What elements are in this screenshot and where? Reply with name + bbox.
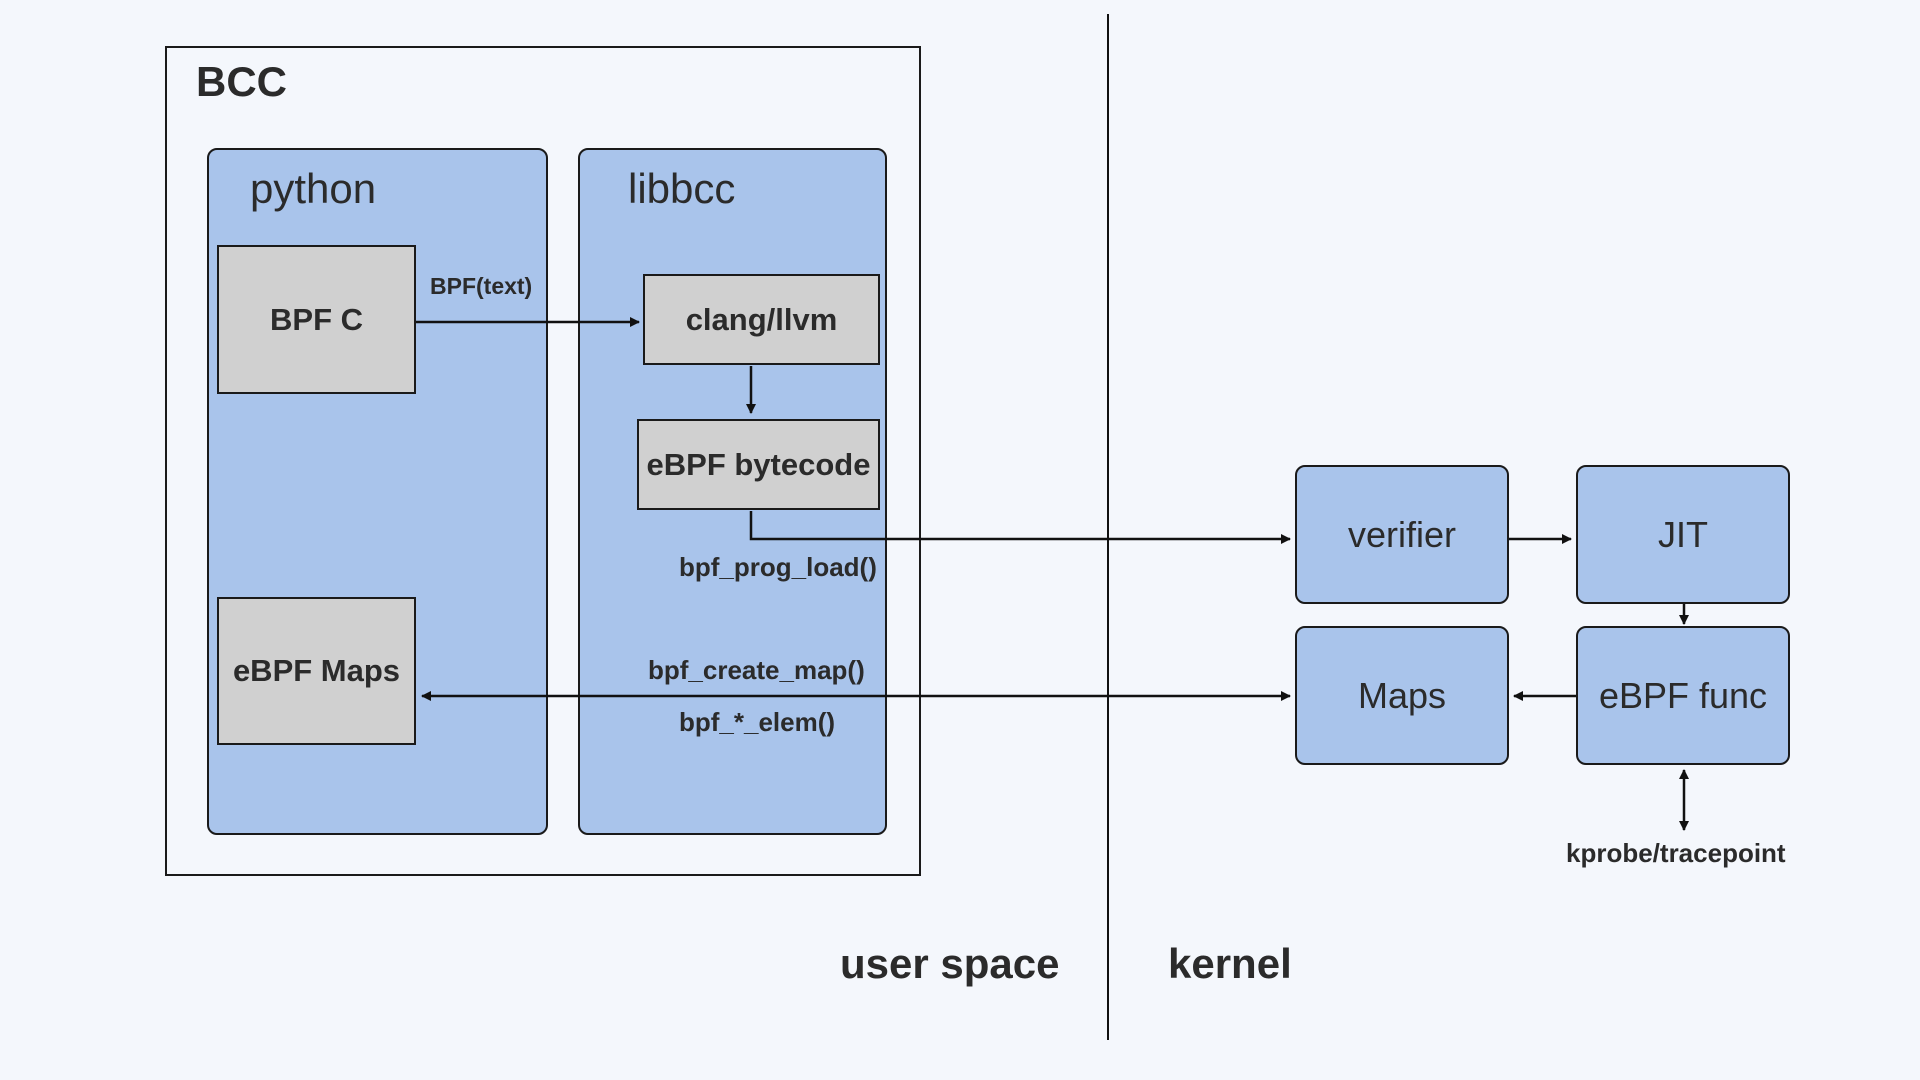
libbcc-title: libbcc [628, 165, 736, 212]
label-bpf-text: BPF(text) [430, 273, 533, 299]
maps-box: Maps [1295, 626, 1509, 765]
label-create-map: bpf_create_map() [648, 655, 865, 685]
bcc-frame [165, 46, 921, 876]
label-elem: bpf_*_elem() [679, 707, 836, 737]
python-title: python [250, 165, 377, 212]
ebpf-maps-box: eBPF Maps [217, 597, 416, 745]
ebpf-bytecode-box: eBPF bytecode [637, 419, 880, 510]
edge-bytecode-to-verifier [749, 511, 1291, 544]
label-prog-load: bpf_prog_load() [679, 552, 877, 582]
ebpf-func-box: eBPF func [1576, 626, 1790, 765]
label-user-space: user space [840, 940, 1060, 987]
label-kernel: kernel [1168, 940, 1292, 987]
jit-box: JIT [1576, 465, 1790, 604]
bpf-c-box: BPF C [217, 245, 416, 394]
label-kprobe: kprobe/tracepoint [1566, 838, 1786, 868]
verifier-box: verifier [1295, 465, 1509, 604]
clang-llvm-box: clang/llvm [643, 274, 880, 365]
bcc-title: BCC [196, 58, 287, 105]
